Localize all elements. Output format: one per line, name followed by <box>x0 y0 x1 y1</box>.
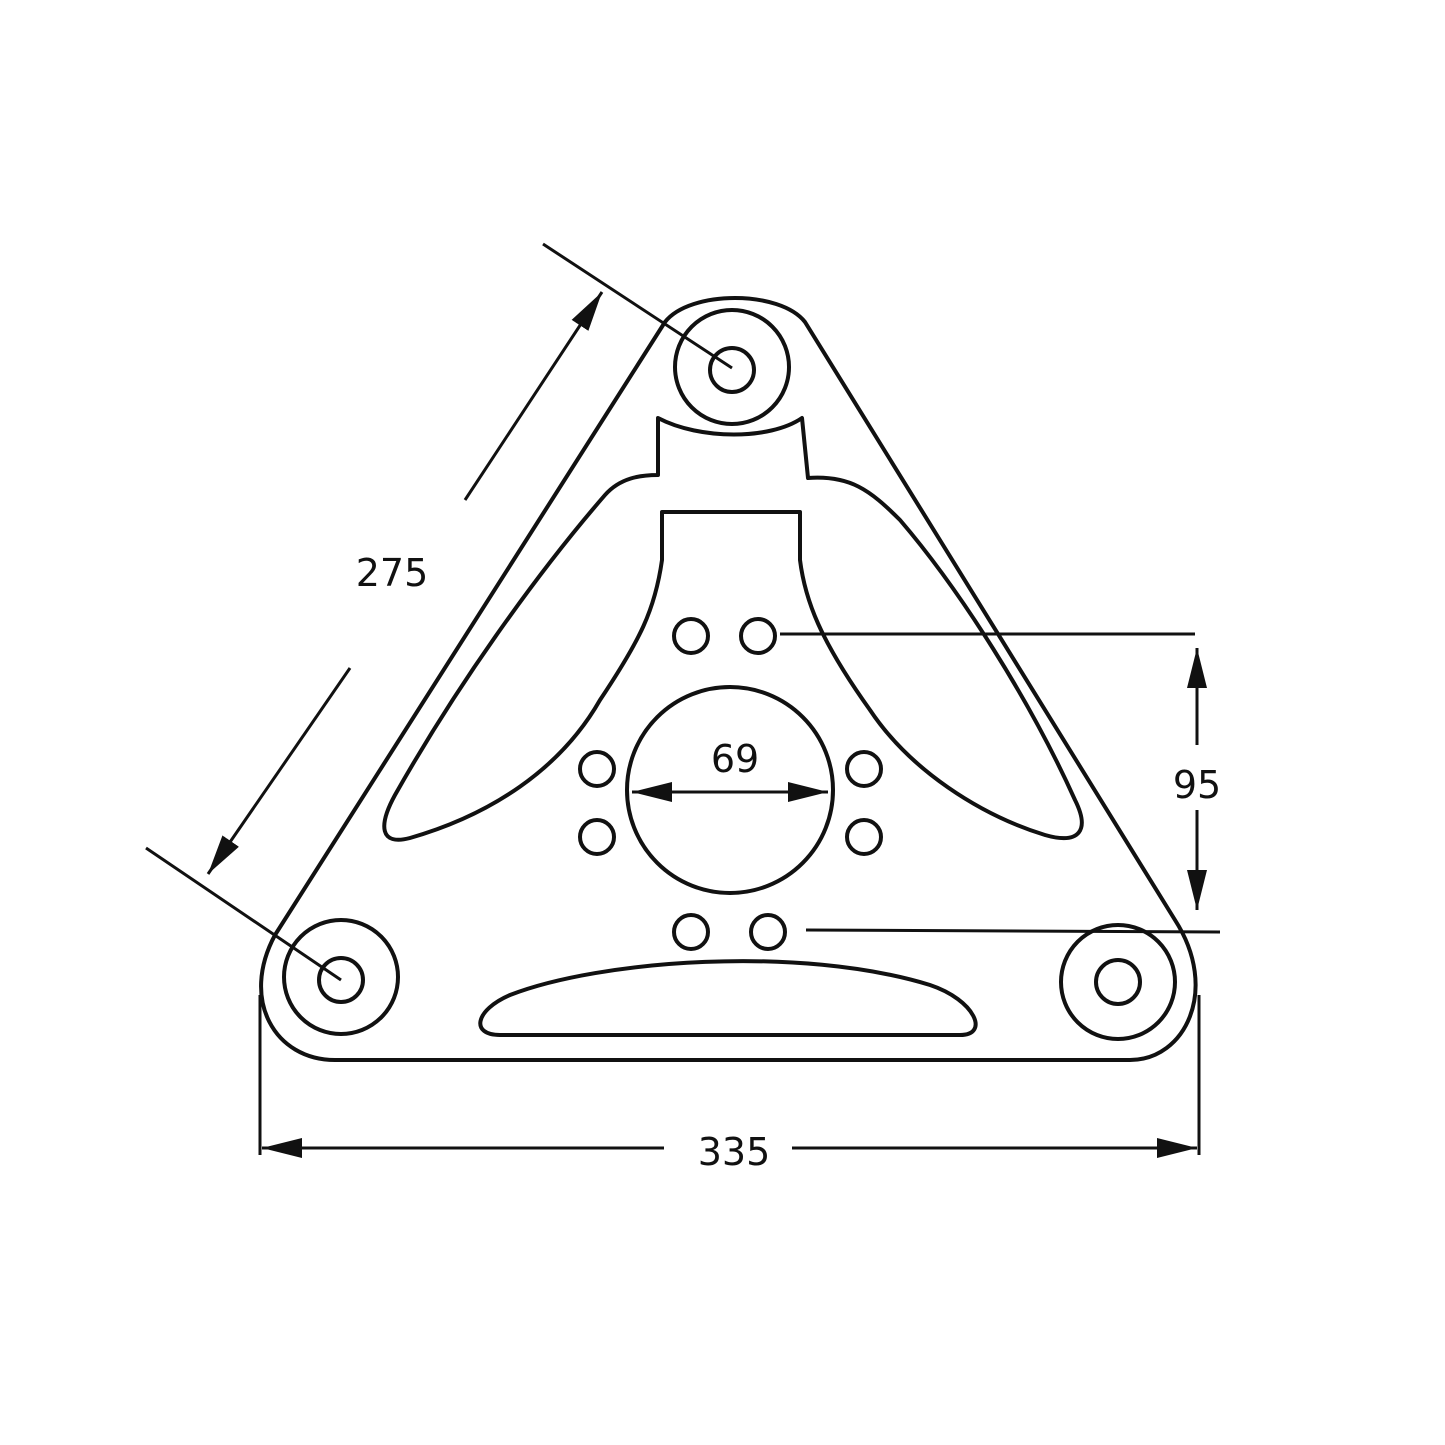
right-boss-outer <box>1059 923 1177 1041</box>
lower-slot <box>478 959 978 1037</box>
left-boss-outer <box>282 918 400 1036</box>
bolt-hole-upper-left <box>672 617 710 655</box>
bolt-hole-lower-left <box>672 913 710 951</box>
bolt-hole-upper-right <box>739 617 777 655</box>
base-width-label: 335 <box>698 1130 771 1174</box>
bolt-hole-right-bottom <box>845 818 883 856</box>
bolt-hole-left-top <box>578 750 616 788</box>
side-length-label: 275 <box>356 551 429 595</box>
top-boss-hole <box>708 346 756 394</box>
top-boss-outer <box>673 308 791 426</box>
spacing-extension-bottom <box>805 928 1221 934</box>
upper-cutout <box>382 416 1084 842</box>
side-dim-line-lower <box>206 667 352 875</box>
bolt-hole-right-top <box>845 750 883 788</box>
bore-diameter-label: 69 <box>711 737 759 781</box>
side-dim-line-upper <box>463 291 604 501</box>
hole-spacing-label: 95 <box>1173 763 1221 807</box>
plate-outline <box>259 296 1198 1062</box>
bolt-hole-lower-right <box>749 913 787 951</box>
left-boss-hole <box>317 956 365 1004</box>
side-extension-top <box>542 242 733 370</box>
bolt-hole-left-bottom <box>578 818 616 856</box>
central-bore <box>625 685 835 895</box>
side-extension-bottom <box>145 846 342 982</box>
right-boss-hole <box>1094 958 1142 1006</box>
